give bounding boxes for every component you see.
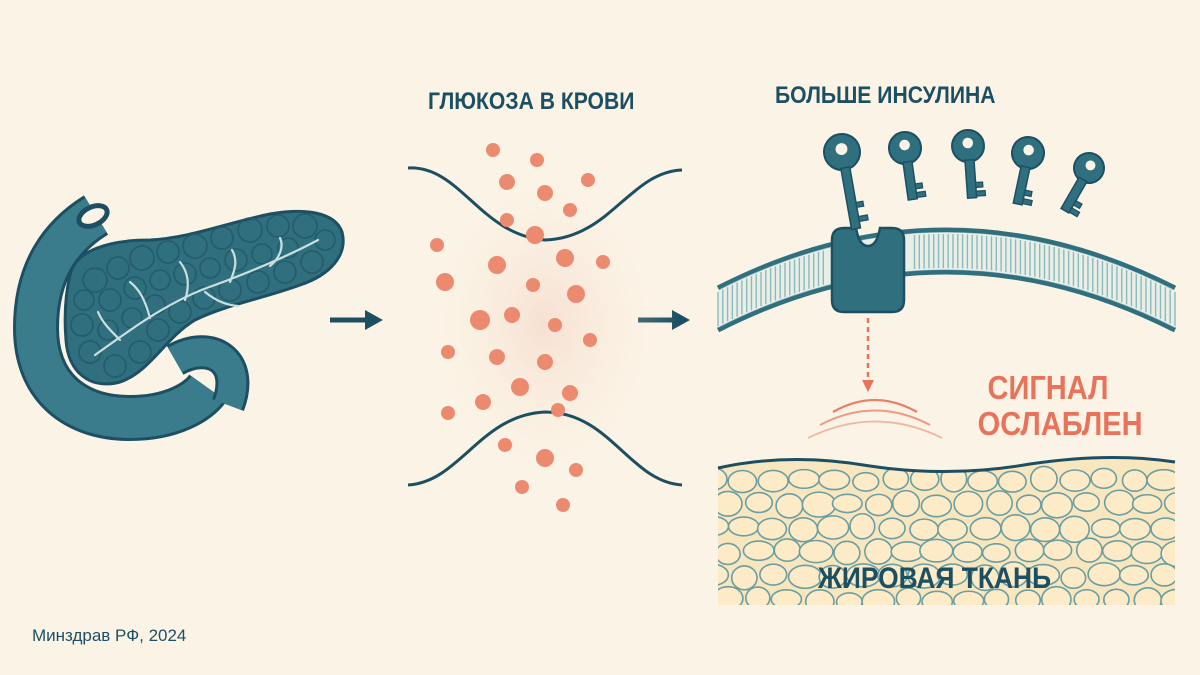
glucose-dot	[556, 498, 570, 512]
glucose-dot	[486, 143, 500, 157]
glucose-dot	[551, 403, 565, 417]
glucose-dot	[537, 354, 553, 370]
insulin-key-icon	[1011, 136, 1045, 207]
glucose-dot	[530, 153, 544, 167]
signal-label-line-2: ОСЛАБЛЕН	[977, 405, 1143, 442]
glucose-dot	[488, 256, 506, 274]
fat-tissue	[717, 455, 1176, 605]
insulin-keys	[823, 129, 1105, 231]
glucose-dot	[504, 307, 520, 323]
glucose-dot	[470, 310, 490, 330]
glucose-dot	[537, 185, 553, 201]
insulin-key-icon	[1060, 152, 1105, 218]
glucose-dot	[548, 318, 562, 332]
source-citation: Минздрав РФ, 2024	[32, 626, 187, 645]
glucose-dot	[441, 406, 455, 420]
cell-membrane	[716, 227, 1177, 333]
glucose-dot	[562, 385, 578, 401]
glucose-particles	[430, 143, 610, 512]
signal-weakened-label: СИГНАЛ ОСЛАБЛЕН	[977, 369, 1143, 442]
glucose-dot	[567, 285, 585, 303]
glucose-dot	[489, 349, 505, 365]
glucose-dot	[511, 378, 529, 396]
glucose-dot	[569, 463, 583, 477]
glucose-dot	[515, 480, 529, 494]
insulin-key-icon	[888, 131, 927, 201]
glucose-dot	[441, 345, 455, 359]
glucose-dot	[430, 238, 444, 252]
glucose-dot	[526, 226, 544, 244]
glucose-label: ГЛЮКОЗА В КРОВИ	[428, 88, 635, 115]
glucose-dot	[475, 394, 491, 410]
glucose-dot	[498, 438, 512, 452]
insulin-label: БОЛЬШЕ ИНСУЛИНА	[775, 82, 996, 109]
arrow-right-icon	[330, 310, 383, 330]
fat-tissue-label: ЖИРОВАЯ ТКАНЬ	[818, 562, 1052, 595]
glucose-dot	[526, 278, 540, 292]
glucose-dot	[436, 273, 454, 291]
glucose-dot	[581, 173, 595, 187]
insulin-key-icon	[951, 129, 987, 199]
glucose-dot	[563, 203, 577, 217]
glucose-dot	[583, 333, 597, 347]
glucose-dot	[499, 174, 515, 190]
glucose-dot	[596, 255, 610, 269]
pancreas-icon	[12, 195, 345, 442]
glucose-dot	[500, 213, 514, 227]
blood-vessel	[407, 145, 683, 505]
glucose-dot	[556, 249, 574, 267]
insulin-key-icon	[823, 133, 869, 231]
glucose-dot	[536, 449, 554, 467]
signal-label-line-1: СИГНАЛ	[987, 369, 1109, 406]
weak-signal-indicator	[807, 318, 943, 439]
